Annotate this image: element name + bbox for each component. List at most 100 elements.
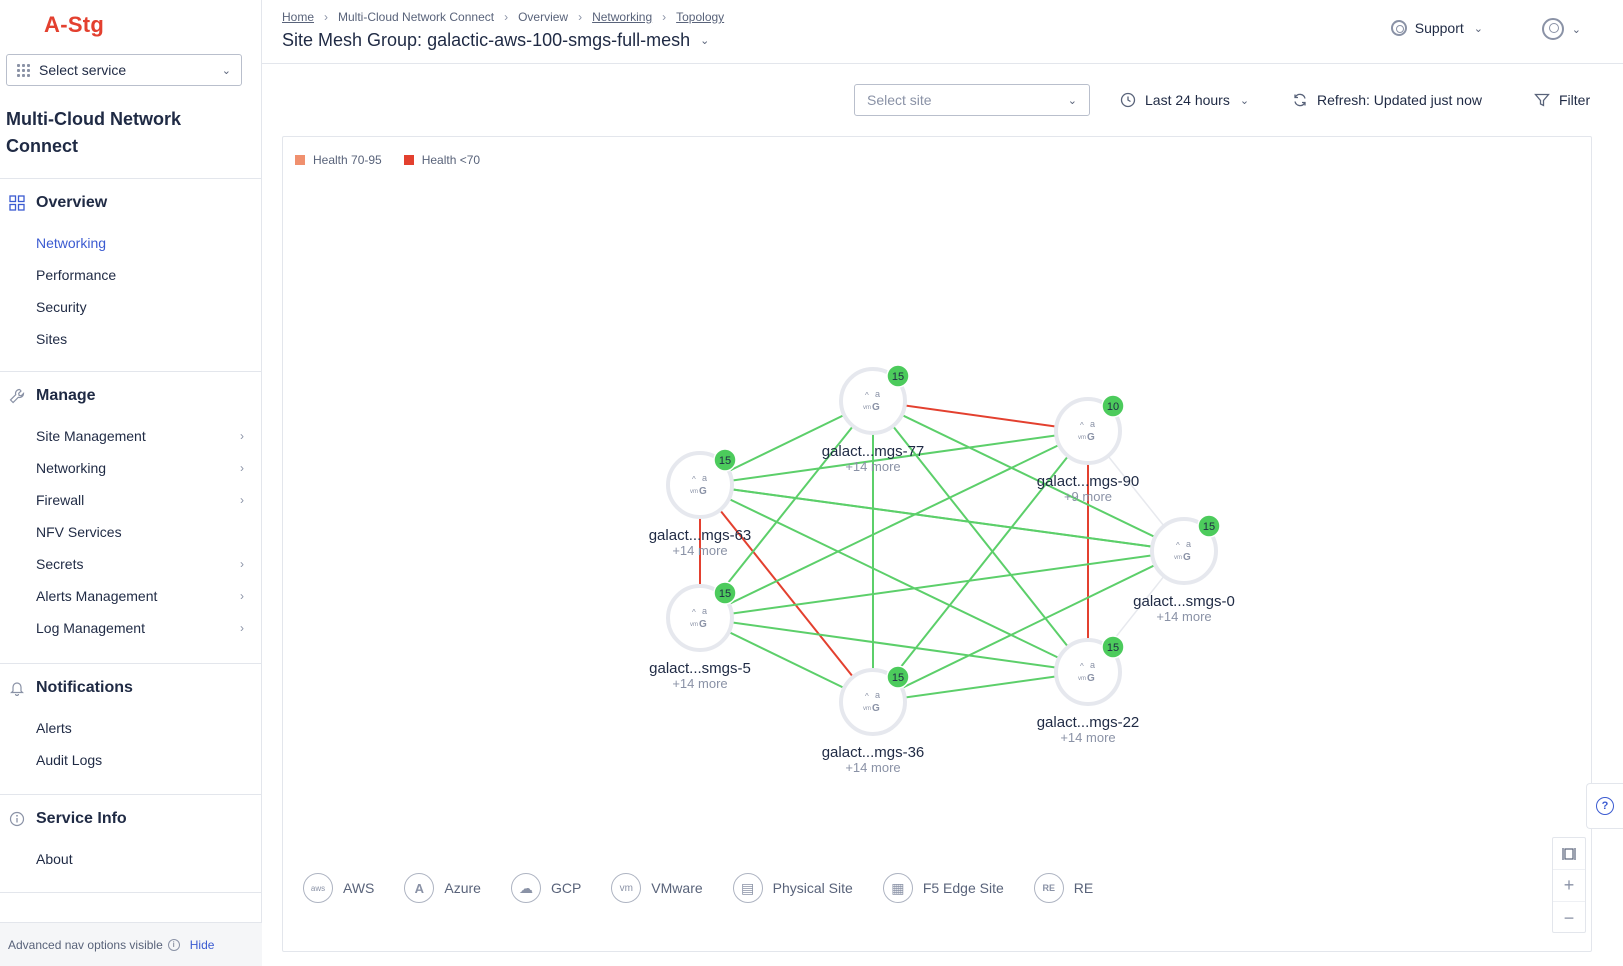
sidebar-item-about[interactable]: About — [0, 843, 262, 875]
sidebar-item-log-management[interactable]: Log Management› — [0, 612, 262, 644]
node-provider-glyph: vm — [863, 405, 871, 411]
sidebar-item-label: Secrets — [36, 556, 84, 572]
zoom-controls: + − — [1552, 837, 1586, 933]
zoom-out-button[interactable]: − — [1553, 902, 1585, 934]
fit-view-button[interactable] — [1553, 838, 1585, 870]
topology-link-good[interactable] — [699, 484, 1185, 552]
topology-link-bad[interactable] — [699, 484, 874, 703]
chevron-right-icon: › — [240, 429, 244, 443]
info-icon[interactable]: i — [167, 938, 180, 951]
node-badge-count: 15 — [1107, 642, 1119, 654]
provider-gcp: ☁GCP — [510, 873, 581, 903]
provider-label: VMware — [651, 880, 703, 896]
node-ring — [839, 367, 907, 435]
node-more-count: +14 more — [845, 760, 900, 775]
sidebar-item-performance[interactable]: Performance — [0, 259, 262, 291]
node-name: galact...mgs-22 — [1037, 714, 1140, 731]
node-badge-count: 15 — [719, 588, 731, 600]
topology-link-good[interactable] — [699, 430, 1089, 486]
sidebar-item-audit-logs[interactable]: Audit Logs — [0, 744, 262, 776]
nav-section-title: Notifications — [0, 664, 262, 712]
topology-link-good[interactable] — [872, 550, 1185, 703]
sidebar-item-firewall[interactable]: Firewall› — [0, 484, 262, 516]
provider-label: AWS — [343, 880, 375, 896]
hide-advanced-link[interactable]: Hide — [189, 937, 215, 952]
node-provider-glyph: vm — [863, 706, 871, 712]
node-provider-glyph: ^ — [1080, 421, 1084, 430]
node-provider-glyph: ^ — [692, 475, 696, 484]
topology-link-bad[interactable] — [872, 400, 1089, 432]
select-service-label: Select service — [39, 62, 127, 78]
breadcrumb-home[interactable]: Home — [282, 10, 315, 24]
sidebar-item-manage-networking[interactable]: Networking› — [0, 452, 262, 484]
node-more-count: +14 more — [845, 459, 900, 474]
node-badge-count: 15 — [1203, 521, 1215, 533]
chevron-down-icon: ⌄ — [700, 35, 710, 47]
sidebar-item-security[interactable]: Security — [0, 291, 262, 323]
topology-link-good[interactable] — [699, 550, 1185, 619]
nav-section-label: Manage — [36, 387, 96, 404]
node-name: galact...smgs-5 — [649, 660, 751, 677]
gcp-icon: ☁ — [510, 873, 541, 903]
provider-label: RE — [1073, 880, 1094, 896]
node-provider-glyph: vm — [690, 622, 698, 628]
sidebar-item-secrets[interactable]: Secrets› — [0, 548, 262, 580]
time-range-label: Last 24 hours — [1145, 92, 1230, 108]
topology-link-good[interactable] — [699, 617, 1089, 673]
topology-link-good[interactable] — [699, 400, 874, 619]
chevron-down-icon: ⌄ — [1239, 94, 1250, 107]
node-provider-glyph: a — [702, 473, 707, 483]
refresh-button[interactable]: Refresh: Updated just now — [1292, 88, 1482, 112]
legend-item: Health 70-95 — [295, 153, 382, 167]
sidebar-item-alerts-management[interactable]: Alerts Management› — [0, 580, 262, 612]
provider-f5-edge-site: ▦F5 Edge Site — [882, 873, 1004, 903]
sidebar-item-label: Security — [36, 299, 87, 315]
breadcrumb-networking[interactable]: Networking — [592, 10, 653, 24]
node-provider-glyph: G — [872, 703, 880, 714]
time-range-dropdown[interactable]: Last 24 hours ⌄ — [1120, 88, 1249, 112]
filter-button[interactable]: Filter — [1534, 88, 1590, 112]
node-ring — [666, 451, 734, 519]
node-name: galact...mgs-77 — [822, 443, 925, 460]
sidebar-item-sites[interactable]: Sites — [0, 323, 262, 355]
topology-link-good[interactable] — [872, 671, 1089, 703]
topology-link-good[interactable] — [699, 484, 1089, 673]
node-provider-glyph: vm — [1078, 435, 1086, 441]
sidebar-item-networking[interactable]: Networking — [0, 227, 262, 259]
page-title[interactable]: Site Mesh Group: galactic-aws-100-smgs-f… — [282, 30, 709, 51]
select-site-dropdown[interactable]: Select site ⌄ — [854, 84, 1090, 116]
zoom-in-button[interactable]: + — [1553, 870, 1585, 902]
node-provider-glyph: G — [1087, 432, 1095, 443]
breadcrumb-topology[interactable]: Topology — [676, 10, 725, 24]
topology-link-good[interactable] — [872, 400, 1185, 552]
chevron-right-icon: › — [240, 493, 244, 507]
node-provider-glyph: G — [872, 402, 880, 413]
legend-swatch — [403, 155, 414, 165]
node-ring — [839, 668, 907, 736]
select-service-dropdown[interactable]: Select service ⌄ — [6, 54, 242, 86]
node-ring — [1054, 397, 1122, 465]
sidebar-item-nfv-services[interactable]: NFV Services — [0, 516, 262, 548]
help-button[interactable]: ? — [1586, 783, 1623, 829]
sidebar-item-alerts[interactable]: Alerts — [0, 712, 262, 744]
topology-link-good[interactable] — [872, 430, 1089, 703]
sidebar-item-site-management[interactable]: Site Management› — [0, 420, 262, 452]
topology-link-good[interactable] — [699, 430, 1089, 619]
node-ring — [1150, 517, 1218, 585]
user-menu[interactable]: ⌄ — [1541, 18, 1581, 40]
node-name: galact...smgs-0 — [1133, 593, 1235, 610]
azure-icon: A — [404, 873, 435, 903]
support-label: Support — [1414, 20, 1464, 36]
support-menu[interactable]: Support ⌄ — [1390, 20, 1483, 36]
nav-section-overview: Overview Networking Performance Security… — [0, 178, 262, 355]
topology-link-good[interactable] — [872, 400, 1089, 673]
node-provider-glyph: a — [875, 690, 880, 700]
